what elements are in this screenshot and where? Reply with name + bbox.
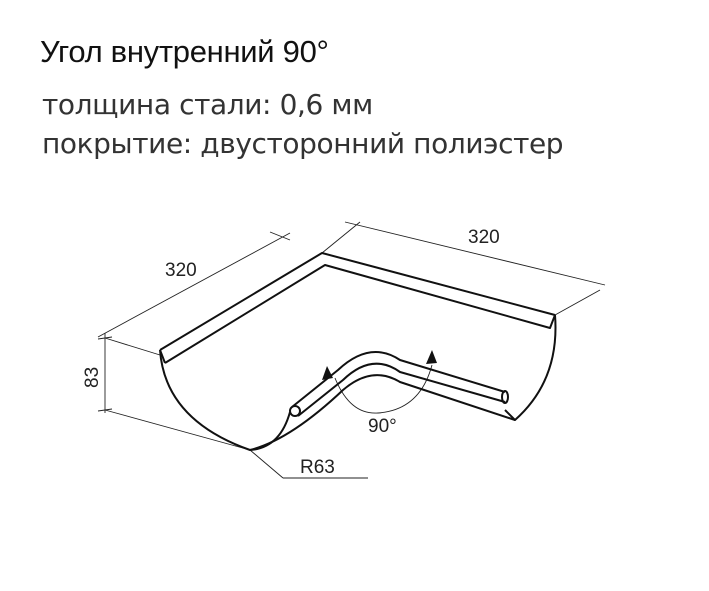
angle-arrows: [322, 350, 437, 380]
left-length-label: 320: [165, 260, 197, 281]
product-title: Угол внутренний 90°: [40, 34, 329, 69]
dimension-lines: [97, 221, 606, 479]
right-length-label: 320: [468, 227, 500, 248]
height-label: 83: [82, 367, 103, 388]
arrow-right-icon: [426, 350, 437, 364]
arrow-left-icon: [322, 366, 333, 380]
steel-thickness-spec: толщина стали: 0,6 мм: [42, 88, 373, 121]
coating-spec: покрытие: двусторонний полиэстер: [42, 127, 564, 160]
radius-label: R63: [300, 457, 335, 478]
gutter-outline: [159, 252, 557, 451]
angle-label: 90°: [368, 416, 397, 437]
